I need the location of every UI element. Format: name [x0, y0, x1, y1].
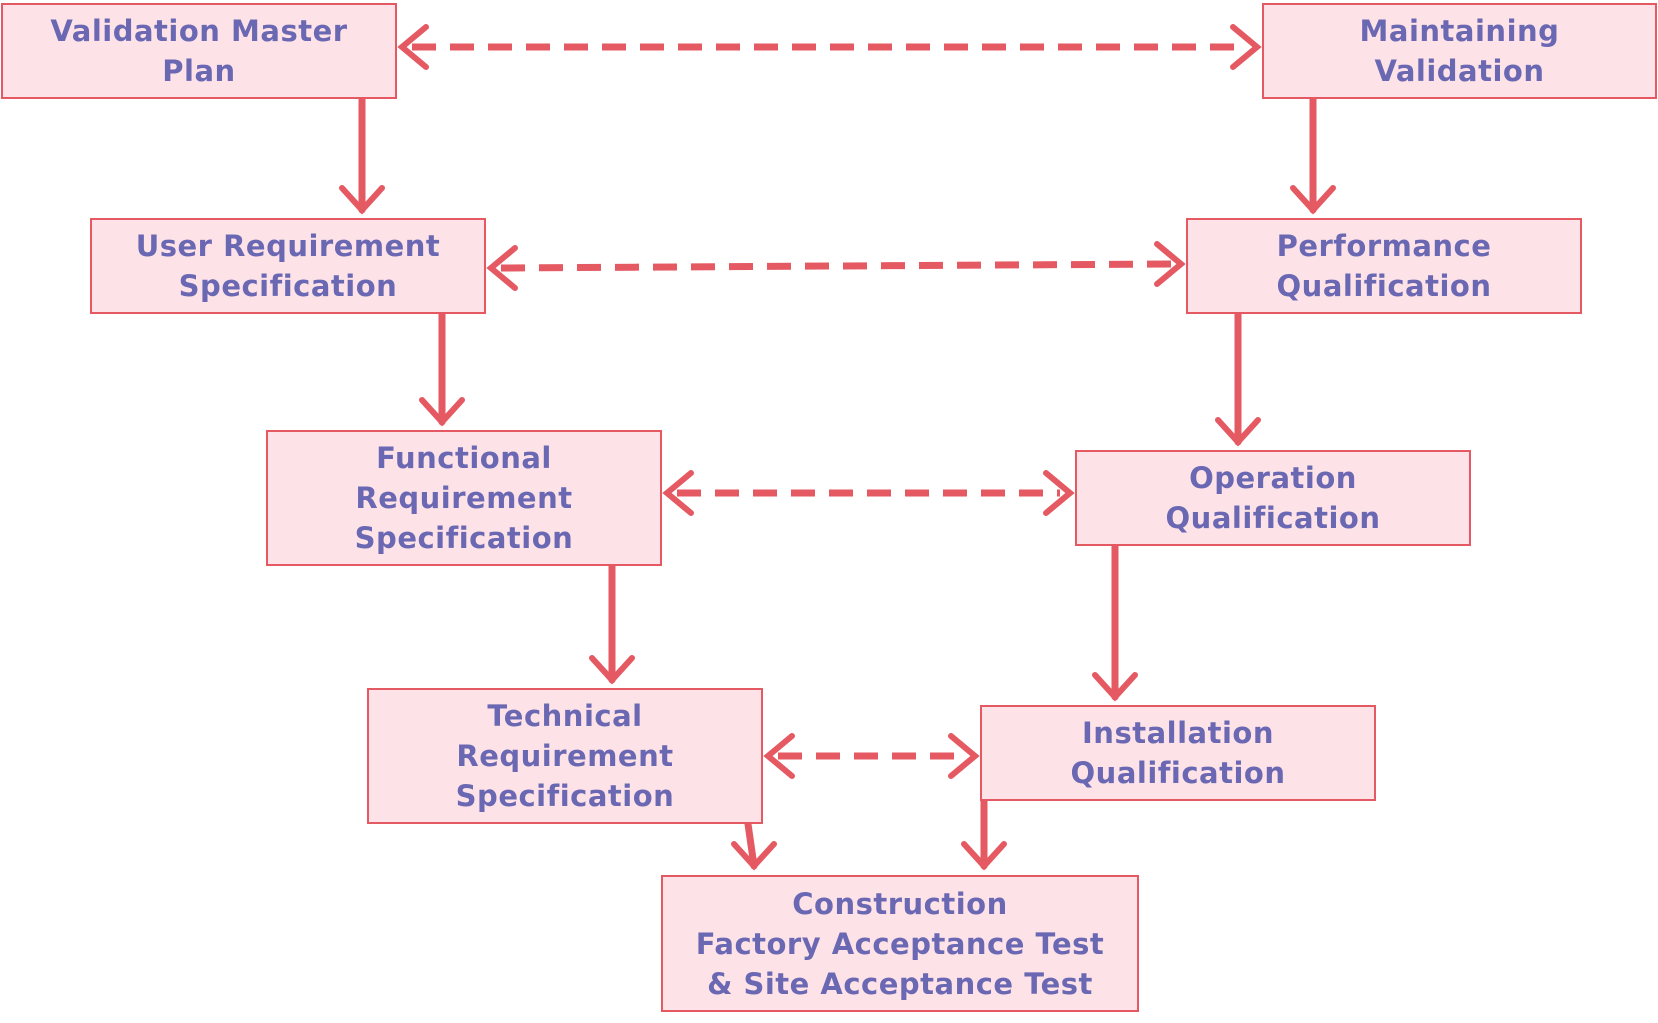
- flow-arrowhead: [961, 841, 1007, 871]
- installation-qualification-box: Installation Qualification: [980, 705, 1376, 801]
- flow-arrowhead: [1215, 417, 1261, 447]
- flow-arrow-line: [744, 820, 758, 870]
- box-label-line: Specification: [354, 521, 574, 555]
- dashed-link-line: [500, 260, 1172, 272]
- box-label-line: Qualification: [1070, 756, 1286, 790]
- box-label-line: Functional: [376, 441, 552, 475]
- dashed-link-arrowhead-right: [948, 733, 980, 779]
- box-label-line: Installation: [1082, 716, 1274, 750]
- box-label-line: Specification: [178, 269, 398, 303]
- box-label-line: User Requirement: [135, 229, 441, 263]
- flow-arrowhead: [1290, 185, 1336, 215]
- dashed-link-arrowhead-left: [397, 24, 429, 70]
- flow-arrowhead: [731, 841, 777, 871]
- flow-arrowhead: [419, 397, 465, 427]
- box-label-line: Qualification: [1165, 501, 1381, 535]
- flow-arrowhead: [339, 185, 385, 215]
- performance-qualification-box: Performance Qualification: [1186, 218, 1582, 314]
- box-label-line: Validation Master: [50, 14, 348, 48]
- box-label-line: Operation: [1189, 461, 1357, 495]
- functional-requirement-specification-box: Functional Requirement Specification: [266, 430, 662, 566]
- technical-requirement-specification-box: Technical Requirement Specification: [367, 688, 763, 824]
- flow-arrowhead: [589, 655, 635, 685]
- dashed-link-arrowhead-right: [1154, 241, 1186, 287]
- box-label-line: Plan: [162, 54, 236, 88]
- box-label-line: & Site Acceptance Test: [707, 966, 1093, 1001]
- box-label-line: Technical: [487, 699, 643, 733]
- dashed-link-arrowhead-right: [1230, 24, 1262, 70]
- flow-arrowhead: [1092, 672, 1138, 702]
- box-label-line: Validation: [1374, 54, 1545, 88]
- user-requirement-specification-box: User Requirement Specification: [90, 218, 486, 314]
- validation-master-plan-box: Validation Master Plan: [1, 3, 397, 99]
- box-label-line: Performance: [1276, 229, 1492, 263]
- box-label-line: Construction: [792, 886, 1008, 921]
- box-label-line: Maintaining: [1359, 14, 1560, 48]
- dashed-link-arrowhead-left: [763, 733, 795, 779]
- maintaining-validation-box: Maintaining Validation: [1262, 3, 1657, 99]
- box-label-line: Requirement: [355, 481, 573, 515]
- dashed-link-arrowhead-left: [662, 470, 694, 516]
- dashed-link-arrowhead-right: [1043, 470, 1075, 516]
- operation-qualification-box: Operation Qualification: [1075, 450, 1471, 546]
- box-label-line: Factory Acceptance Test: [695, 926, 1105, 961]
- box-label-line: Requirement: [456, 739, 674, 773]
- dashed-link-arrowhead-left: [486, 245, 518, 291]
- box-label-line: Specification: [455, 779, 675, 813]
- construction-fat-sat-box: Construction Factory Acceptance Test & S…: [661, 875, 1139, 1012]
- box-label-line: Qualification: [1276, 269, 1492, 303]
